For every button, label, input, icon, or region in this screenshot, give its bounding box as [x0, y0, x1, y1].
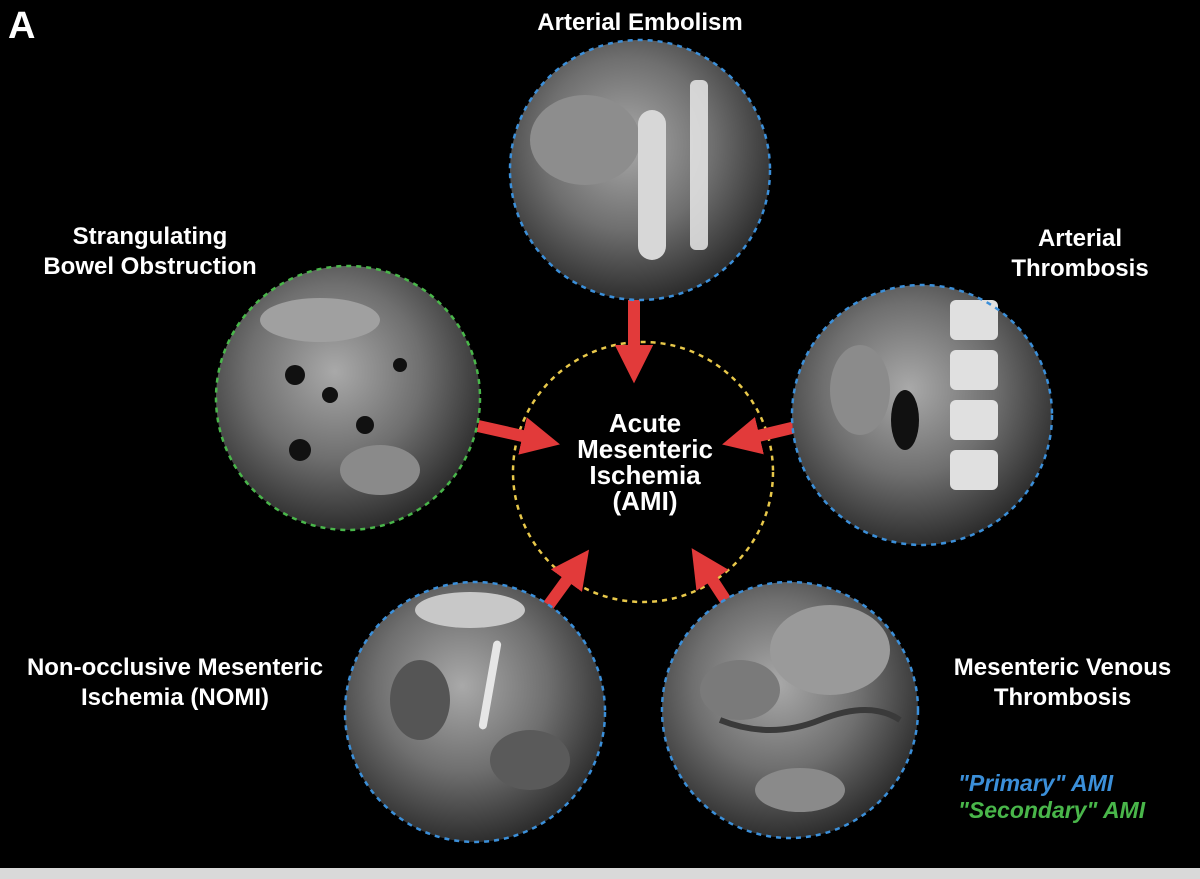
center-line: Ischemia: [589, 460, 701, 490]
ct-image-strangulating-obstruction: [214, 264, 482, 532]
ct-image-nomi: [343, 580, 607, 844]
ct-image-arterial-thrombosis: [790, 283, 1054, 547]
panel-letter: A: [8, 5, 36, 47]
label-line: Bowel Obstruction: [43, 253, 257, 280]
label-line: Non-occlusive Mesenteric: [26, 654, 324, 681]
arrow-from-strangulating-obstruction: [476, 417, 560, 455]
label-line: Mesenteric Venous: [953, 654, 1172, 681]
ct-image-venous-thrombosis: [660, 580, 920, 840]
label-line: Thrombosis: [1011, 255, 1149, 282]
label-line: Thrombosis: [993, 684, 1132, 711]
label-arterial-thrombosis: Arterial Thrombosis: [980, 224, 1180, 284]
center-line: Acute: [608, 408, 682, 438]
label-strangulating-bowel-obstruction: Strangulating Bowel Obstruction: [20, 222, 280, 282]
bottom-strip: [0, 868, 1200, 879]
label-arterial-embolism: Arterial Embolism: [480, 8, 800, 38]
label-line: Ischemia (NOMI): [80, 684, 270, 711]
legend: "Primary" AMI "Secondary" AMI: [958, 770, 1145, 824]
ct-image-arterial-embolism: [508, 38, 772, 302]
label-line: Arterial: [1037, 225, 1123, 252]
legend-primary: "Primary" AMI: [958, 770, 1114, 796]
center-line: (AMI): [612, 486, 678, 516]
center-line: Mesenteric: [577, 434, 713, 464]
center-label: Acute Mesenteric Ischemia (AMI): [540, 410, 750, 514]
legend-secondary: "Secondary" AMI: [958, 797, 1146, 823]
arrow-from-nomi: [543, 549, 590, 610]
label-mesenteric-venous-thrombosis: Mesenteric Venous Thrombosis: [925, 653, 1200, 713]
center-ring: [511, 340, 775, 604]
arrow-from-venous-thrombosis: [691, 548, 734, 608]
label-line: Arterial Embolism: [537, 9, 743, 36]
label-nomi: Non-occlusive Mesenteric Ischemia (NOMI): [4, 653, 346, 713]
arrow-from-arterial-thrombosis: [722, 416, 802, 455]
label-line: Strangulating: [72, 223, 228, 250]
